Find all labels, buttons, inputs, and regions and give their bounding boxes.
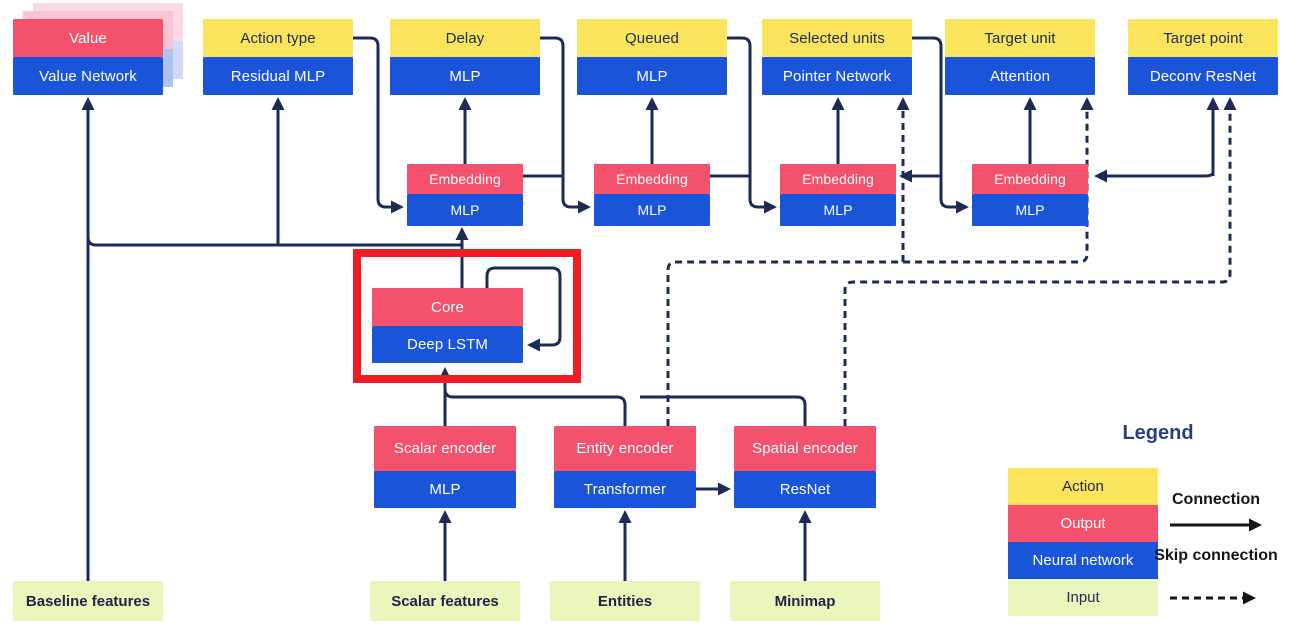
edge-actiontype-to-embedding1	[353, 36, 404, 214]
core-network-label: Deep LSTM	[372, 326, 523, 363]
selected-units-network-label: Pointer Network	[762, 57, 912, 95]
spatial-encoder-label: Spatial encoder	[734, 426, 876, 471]
node-embedding-3: Embedding MLP	[780, 164, 896, 226]
skip-connections	[666, 97, 1237, 426]
input-minimap: Minimap	[730, 581, 880, 621]
node-selected-units: Selected units Pointer Network	[762, 19, 912, 95]
edge-selectedunits-to-embedding4	[912, 36, 969, 214]
skip-spatial	[843, 97, 1237, 426]
legend-input-swatch: Input	[1008, 579, 1158, 616]
node-core: Core Deep LSTM	[372, 288, 523, 363]
target-point-label: Target point	[1128, 19, 1278, 57]
input-baseline-features: Baseline features	[13, 581, 163, 621]
scalar-encoder-label: Scalar encoder	[374, 426, 516, 471]
selected-units-label: Selected units	[762, 19, 912, 57]
node-action-type: Action type Residual MLP	[203, 19, 353, 95]
node-value: Value Value Network	[13, 19, 163, 95]
legend-action-swatch: Action	[1008, 468, 1158, 505]
embedding1-label: Embedding	[407, 164, 523, 194]
embedding1-network-label: MLP	[407, 194, 523, 226]
legend-input-label: Input	[1008, 579, 1158, 616]
queued-network-label: MLP	[577, 57, 727, 95]
action-type-label: Action type	[203, 19, 353, 57]
target-unit-label: Target unit	[945, 19, 1095, 57]
edge-spatialencoder-to-core	[640, 395, 807, 426]
legend-action-label: Action	[1008, 468, 1158, 505]
embedding3-network-label: MLP	[780, 194, 896, 226]
node-spatial-encoder: Spatial encoder ResNet	[734, 426, 876, 508]
node-target-point: Target point Deconv ResNet	[1128, 19, 1278, 95]
queued-label: Queued	[577, 19, 727, 57]
value-network-label: Value Network	[13, 57, 163, 95]
skip-entity-main	[666, 97, 1094, 426]
action-type-network-label: Residual MLP	[203, 57, 353, 95]
node-embedding-4: Embedding MLP	[972, 164, 1088, 226]
edge-core-branch-left	[86, 236, 462, 247]
legend-network-swatch: Neural network	[1008, 542, 1158, 579]
edge-entityencoder-to-core	[443, 388, 627, 426]
legend-skip-label: Skip connection	[1154, 547, 1278, 564]
entity-encoder-network-label: Transformer	[554, 471, 696, 508]
target-point-network-label: Deconv ResNet	[1128, 57, 1278, 95]
core-label: Core	[372, 288, 523, 326]
legend-title: Legend	[1122, 422, 1194, 444]
edge-delay-to-embedding2	[540, 36, 591, 214]
target-unit-network-label: Attention	[945, 57, 1095, 95]
node-scalar-encoder: Scalar encoder MLP	[374, 426, 516, 508]
scalar-encoder-network-label: MLP	[374, 471, 516, 508]
node-embedding-2: Embedding MLP	[594, 164, 710, 226]
embedding2-network-label: MLP	[594, 194, 710, 226]
delay-network-label: MLP	[390, 57, 540, 95]
node-target-unit: Target unit Attention	[945, 19, 1095, 95]
embedding4-network-label: MLP	[972, 194, 1088, 226]
legend-output-label: Output	[1008, 505, 1158, 542]
legend-arrows	[1170, 518, 1262, 605]
solid-connections	[81, 36, 1220, 581]
node-delay: Delay MLP	[390, 19, 540, 95]
input-scalar-features: Scalar features	[370, 581, 520, 621]
legend-network-label: Neural network	[1008, 542, 1158, 579]
embedding3-label: Embedding	[780, 164, 896, 194]
edge-core-loop	[485, 266, 562, 352]
node-entity-encoder: Entity encoder Transformer	[554, 426, 696, 508]
embedding2-label: Embedding	[594, 164, 710, 194]
entity-encoder-label: Entity encoder	[554, 426, 696, 471]
legend-output-swatch: Output	[1008, 505, 1158, 542]
edge-queued-to-embedding3	[727, 36, 777, 214]
value-output-label: Value	[13, 19, 163, 57]
node-queued: Queued MLP	[577, 19, 727, 95]
input-entities: Entities	[550, 581, 700, 621]
edge-embedding4-deconv-corner	[1094, 169, 1215, 183]
legend-connection-label: Connection	[1172, 491, 1260, 508]
node-embedding-1: Embedding MLP	[407, 164, 523, 226]
highlight-box	[353, 249, 581, 383]
embedding4-label: Embedding	[972, 164, 1088, 194]
spatial-encoder-network-label: ResNet	[734, 471, 876, 508]
delay-label: Delay	[390, 19, 540, 57]
